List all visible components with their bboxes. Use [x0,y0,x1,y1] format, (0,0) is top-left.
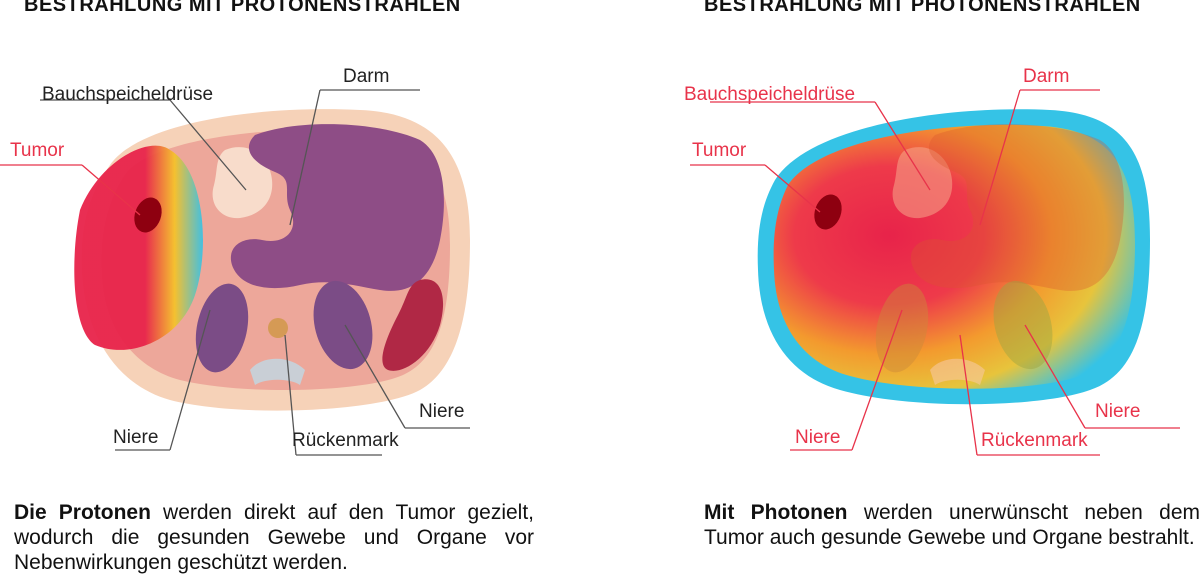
photon-panel-title: BESTRAHLUNG MIT PHOTONENSTRAHLEN [704,0,1141,16]
photon-panel: BESTRAHLUNG MIT PHOTONENSTRAHLEN [680,0,1200,583]
tumor-core [134,197,162,233]
proton-panel-title: BESTRAHLUNG MIT PROTONENSTRAHLEN [24,0,461,16]
pancreas-ghost [892,147,953,219]
label-tumor-photon: Tumor [692,140,747,161]
label-kidney-right: Niere [419,401,465,422]
label-pancreas-photon: Bauchspeicheldrüse [684,84,856,105]
photon-dose-field [773,124,1135,389]
photon-caption: Mit Photonen werden unerwünscht neben de… [704,500,1200,550]
photon-anatomy-svg [690,89,1180,456]
pancreas [212,147,273,219]
spine [250,358,305,385]
proton-anatomy-svg [0,89,470,456]
proton-caption: Die Protonen werden direkt auf den Tumor… [14,500,534,575]
right-organ [382,279,444,371]
photon-caption-text: werden unerwünscht neben dem Tumor auch … [704,501,1200,549]
kidney-left-ghost [875,283,929,373]
spine-ghost [930,358,985,385]
label-tumor: Tumor [10,140,65,161]
label-spinal-cord: Rückenmark [292,430,399,451]
intestine [230,124,444,291]
label-kidney-left: Niere [113,427,159,448]
proton-panel: BESTRAHLUNG MIT PROTONENSTRAHLEN [0,0,560,583]
label-kidney-right-photon: Niere [1095,401,1141,422]
photon-anatomy-figure: Bauchspeicheldrüse Darm Tumor Niere Rück… [680,40,1200,480]
proton-caption-bold: Die Protonen [14,501,151,524]
label-spinal-cord-photon: Rückenmark [981,430,1088,451]
intestine-ghost [910,124,1124,291]
photon-caption-bold: Mit Photonen [704,501,848,524]
kidney-left-shape [195,283,249,373]
proton-dose-region [74,145,203,350]
label-intestine: Darm [343,66,390,87]
label-pancreas: Bauchspeicheldrüse [42,84,214,105]
proton-anatomy-figure: Bauchspeicheldrüse Darm Tumor Niere Rück… [0,40,560,480]
label-kidney-left-photon: Niere [795,427,841,448]
proton-caption-text: werden direkt auf den Tumor gezielt, wod… [14,501,534,574]
label-intestine-photon: Darm [1023,66,1070,87]
spinal-cord-shape [268,318,288,338]
tumor-core-photon [814,194,842,230]
